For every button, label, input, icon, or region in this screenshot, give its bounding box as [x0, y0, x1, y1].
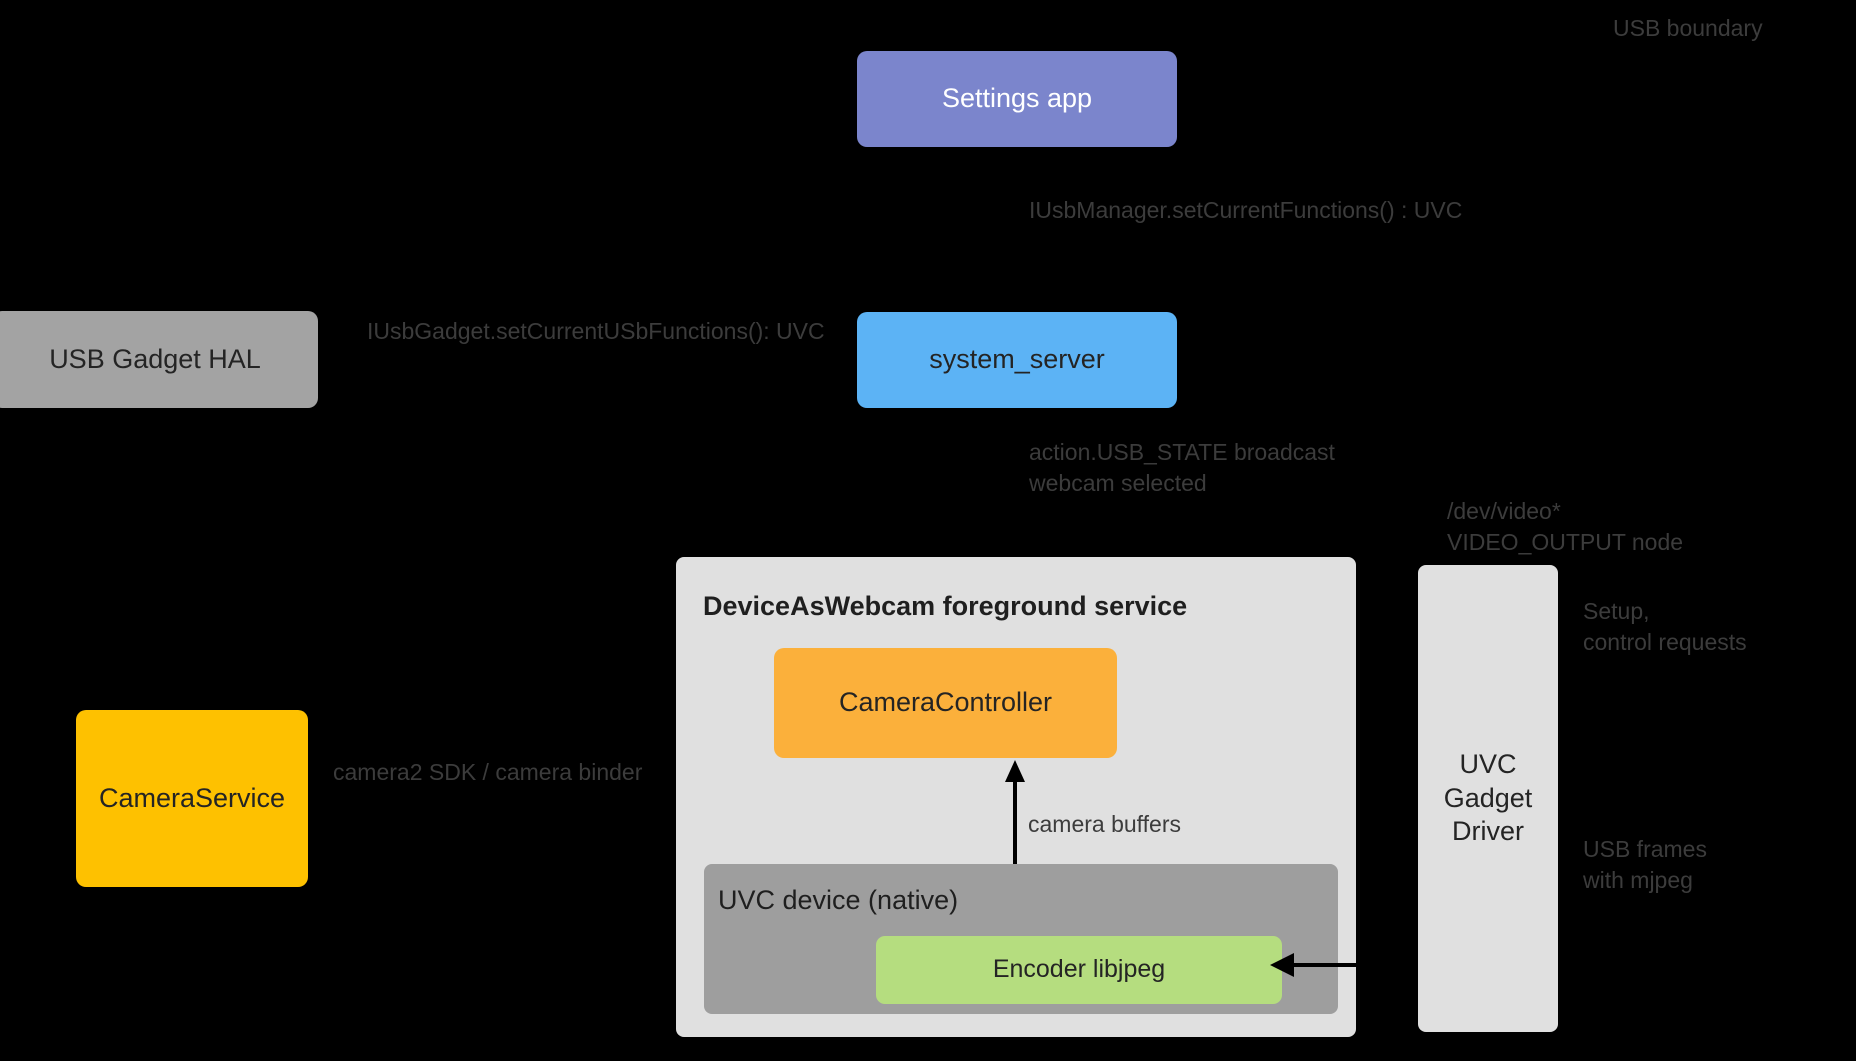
usb-state-broadcast-label: action.USB_STATE broadcast webcam select…: [1029, 439, 1335, 496]
node-system-server-label: system_server: [929, 344, 1105, 375]
node-usb-gadget-hal-label: USB Gadget HAL: [49, 343, 261, 374]
node-encoder-libjpeg-label: Encoder libjpeg: [992, 955, 1166, 984]
node-system-server[interactable]: system_server: [857, 312, 1177, 408]
node-encoder-libjpeg[interactable]: Encoder libjpeg: [876, 936, 1282, 1004]
node-settings-app[interactable]: Settings app: [857, 51, 1177, 147]
iusbgadget-call-label: IUsbGadget.setCurrentUSbFunctions(): UVC: [367, 318, 825, 344]
iusbmanager-call-label: IUsbManager.setCurrentFunctions() : UVC: [1029, 197, 1463, 223]
usb-frames-mjpeg-label: USB frames with mjpeg: [1583, 836, 1707, 893]
node-uvc-device-native-title: UVC device (native): [718, 885, 959, 915]
dev-video-node-label: /dev/video* VIDEO_OUTPUT node: [1447, 498, 1684, 555]
node-camera-controller[interactable]: CameraController: [774, 648, 1117, 758]
node-camera-service-label: CameraService: [98, 782, 286, 813]
camera2-sdk-label: camera2 SDK / camera binder: [333, 759, 643, 785]
node-settings-app-label: Settings app: [941, 83, 1093, 114]
node-deviceaswebcam-service-title: DeviceAsWebcam foreground service: [703, 591, 1188, 621]
usb-boundary-label: USB boundary: [1613, 15, 1763, 41]
camera-buffers-label: camera buffers: [1028, 811, 1181, 837]
node-camera-service[interactable]: CameraService: [76, 710, 308, 887]
setup-control-requests-label: Setup, control requests: [1583, 598, 1747, 655]
node-uvc-gadget-driver-label: UVC Gadget Driver: [1443, 748, 1533, 847]
node-uvc-gadget-driver[interactable]: UVC Gadget Driver: [1418, 565, 1558, 1032]
node-usb-gadget-hal[interactable]: USB Gadget HAL: [0, 311, 318, 408]
node-camera-controller-label: CameraController: [838, 687, 1053, 718]
